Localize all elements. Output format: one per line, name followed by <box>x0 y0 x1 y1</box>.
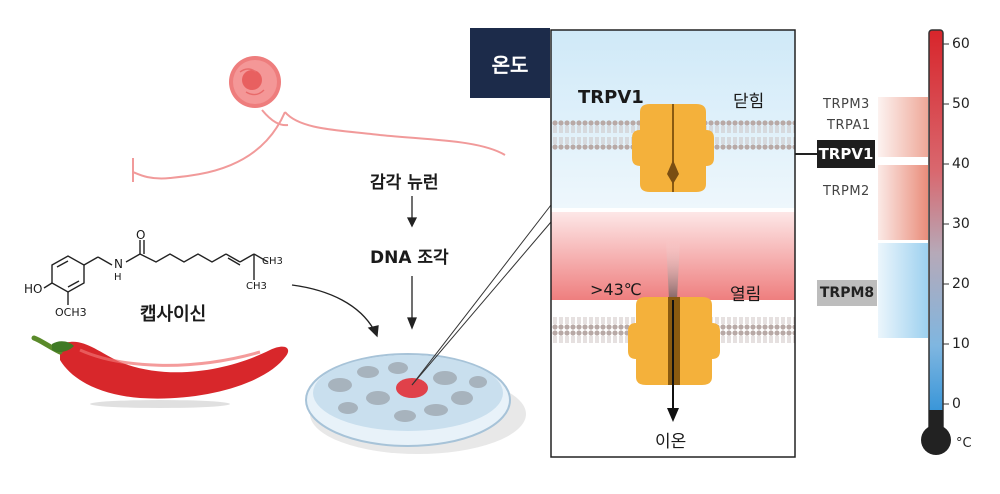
ion-label: 이온 <box>655 432 687 452</box>
sensory-neuron-label: 감각 뉴런 <box>370 173 439 193</box>
closed-state-label: 닫힘 <box>733 92 765 112</box>
atom-h: H <box>114 272 122 283</box>
open-temperature-label: >43℃ <box>590 280 642 299</box>
closed-channel-name: TRPV1 <box>578 87 644 108</box>
tick-label: 10 <box>952 336 970 352</box>
atom-ch3-top: CH3 <box>262 256 283 267</box>
atom-ome: OCH3 <box>55 306 87 319</box>
channel-trpm3: TRPM3 <box>823 97 870 112</box>
channel-trpa1: TRPA1 <box>827 118 871 133</box>
channel-trpv1: TRPV1 <box>817 140 875 168</box>
tick-label: 20 <box>952 276 970 292</box>
unit-label: °C <box>956 436 972 451</box>
tick-label: 60 <box>952 36 970 52</box>
tick-label: 50 <box>952 96 970 112</box>
temperature-tag: 온도 <box>470 28 550 98</box>
tick-label: 0 <box>952 396 961 412</box>
petri-dish <box>305 353 526 454</box>
atom-nh: N <box>114 257 123 271</box>
atom-oh: HO <box>24 282 43 296</box>
open-state-label: 열림 <box>730 285 762 305</box>
chili-pepper <box>31 335 289 408</box>
dna-fragment-label: DNA 조각 <box>370 248 449 268</box>
sensory-neuron <box>132 56 506 182</box>
channel-trpm8: TRPM8 <box>817 280 877 306</box>
tick-label: 40 <box>952 156 970 172</box>
atom-ch3-bottom: CH3 <box>246 281 267 292</box>
open-channel <box>628 240 720 422</box>
closed-channel <box>632 104 714 192</box>
channel-trpm2: TRPM2 <box>823 184 870 199</box>
thermometer <box>921 29 951 455</box>
flow-arrows <box>291 196 418 338</box>
capsaicin-label: 캡사이신 <box>140 304 207 325</box>
atom-o: O <box>136 228 146 242</box>
capsaicin-structure <box>43 240 269 305</box>
zoom-lines <box>411 204 552 386</box>
channel-ranges <box>795 97 928 338</box>
tick-label: 30 <box>952 216 970 232</box>
